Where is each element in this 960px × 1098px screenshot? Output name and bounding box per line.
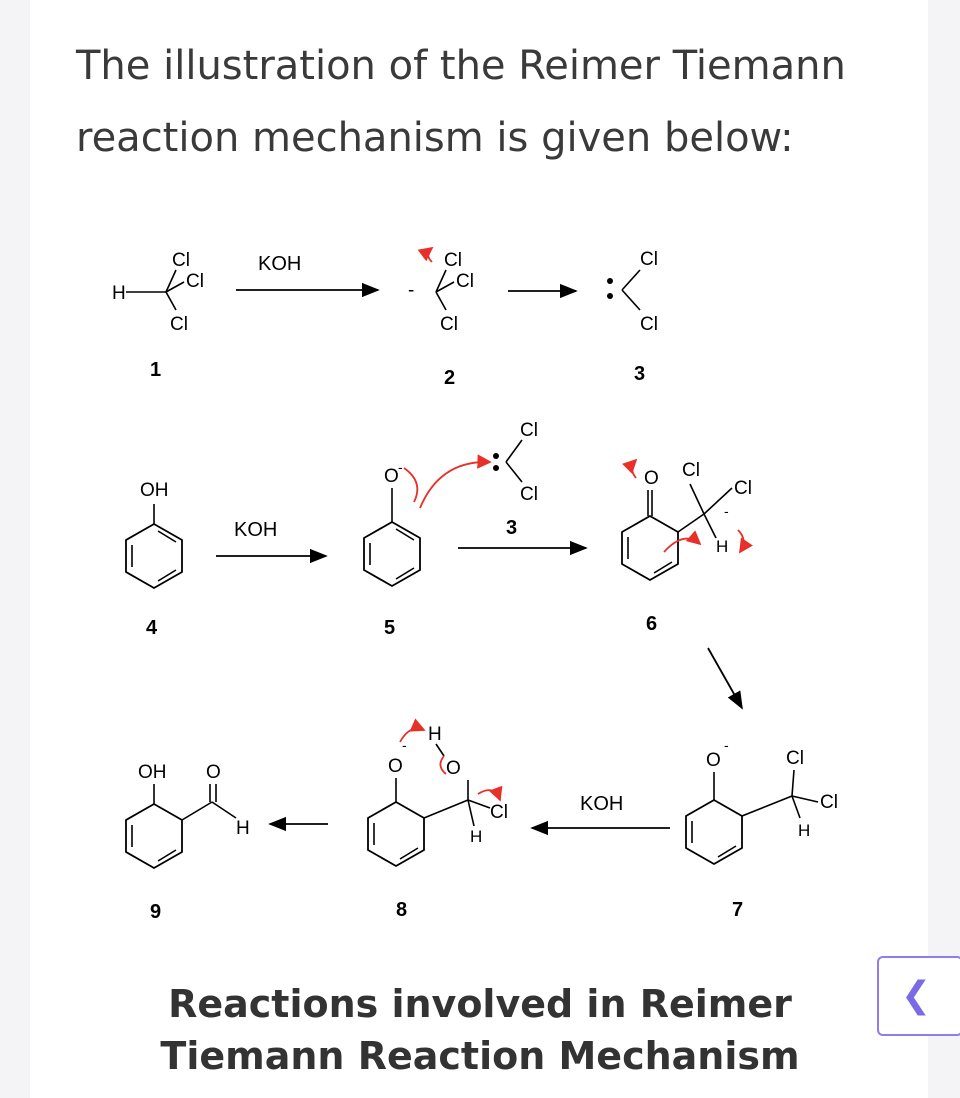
atom-label: OH	[138, 762, 167, 783]
charge-label: -	[408, 280, 414, 301]
atom-label: Cl	[520, 484, 538, 505]
compound-3-carbene-reactant: Cl Cl 3	[493, 420, 538, 539]
atom-label: H	[716, 537, 728, 556]
atom-label: Cl	[640, 249, 658, 270]
reagent-label: KOH	[234, 519, 277, 541]
reaction-mechanism-figure: H Cl Cl Cl 1 KOH - Cl Cl Cl 2 Cl Cl 3 OH	[90, 222, 870, 1098]
compound-4-phenol: OH 4	[125, 480, 183, 639]
atom-label: Cl	[734, 478, 752, 499]
atom-label: O	[388, 756, 403, 777]
compound-number: 1	[150, 359, 161, 381]
back-to-top-button[interactable]: ❮	[877, 956, 960, 1036]
compound-number: 4	[146, 617, 158, 639]
compound-number: 3	[634, 363, 645, 385]
compound-3-dichlorocarbene: Cl Cl 3	[607, 249, 658, 385]
charge-label: -	[724, 737, 729, 753]
atom-label: O	[644, 468, 659, 489]
atom-label: OH	[140, 480, 169, 501]
compound-number: 8	[396, 899, 407, 921]
atom-label: Cl	[490, 802, 508, 823]
compound-number: 2	[444, 367, 455, 389]
atom-label: O	[446, 758, 461, 779]
atom-label: H	[470, 827, 482, 846]
compound-7-dichloromethyl-phenoxide: O - Cl Cl H 7	[685, 737, 838, 921]
atom-label: O	[384, 466, 399, 487]
atom-label: Cl	[170, 314, 188, 335]
compound-number: 5	[384, 617, 395, 639]
atom-label: Cl	[186, 271, 204, 292]
atom-label: H	[112, 283, 126, 304]
reaction-arrow-6: KOH	[530, 793, 670, 836]
atom-label: Cl	[172, 250, 190, 271]
atom-label: H	[798, 821, 810, 840]
charge-label: -	[398, 459, 403, 475]
atom-label: O	[206, 762, 221, 783]
atom-label: H	[236, 818, 250, 839]
compound-8-intermediate: O - H O Cl H 8	[367, 718, 508, 921]
mechanism-svg: H Cl Cl Cl 1 KOH - Cl Cl Cl 2 Cl Cl 3 OH	[112, 246, 838, 923]
atom-label: H	[428, 724, 442, 745]
atom-label: Cl	[640, 314, 658, 335]
compound-6-intermediate: O Cl Cl H - 6	[621, 458, 753, 635]
atom-label: Cl	[520, 420, 538, 441]
reaction-arrow-5	[707, 647, 743, 710]
compound-1-chloroform: H Cl Cl Cl 1	[112, 250, 204, 381]
reagent-label: KOH	[258, 253, 301, 275]
compound-number: 3	[506, 517, 517, 539]
atom-label: O	[706, 750, 721, 771]
intro-paragraph: The illustration of the Reimer Tiemann r…	[76, 43, 846, 161]
compound-2-trichloromethanide: - Cl Cl Cl 2	[408, 246, 474, 389]
atom-label: Cl	[456, 271, 474, 292]
figure-caption: Reactions involved in Reimer Tiemann Rea…	[160, 982, 800, 1078]
atom-label: Cl	[682, 460, 700, 481]
reaction-arrow-1: KOH	[236, 253, 380, 298]
compound-9-salicylaldehyde: OH O H 9	[125, 762, 250, 923]
atom-label: Cl	[444, 250, 462, 271]
compound-number: 7	[732, 899, 743, 921]
atom-label: Cl	[820, 792, 838, 813]
atom-label: Cl	[786, 748, 804, 769]
chevron-left-icon: ❮	[901, 975, 932, 1016]
compound-number: 6	[646, 613, 657, 635]
compound-5-phenoxide: O - 5	[363, 454, 492, 639]
reaction-arrow-3: KOH	[216, 519, 328, 564]
reagent-label: KOH	[580, 793, 623, 815]
atom-label: Cl	[440, 314, 458, 335]
compound-number: 9	[150, 901, 161, 923]
charge-label: -	[724, 503, 729, 519]
charge-label: -	[402, 737, 407, 753]
